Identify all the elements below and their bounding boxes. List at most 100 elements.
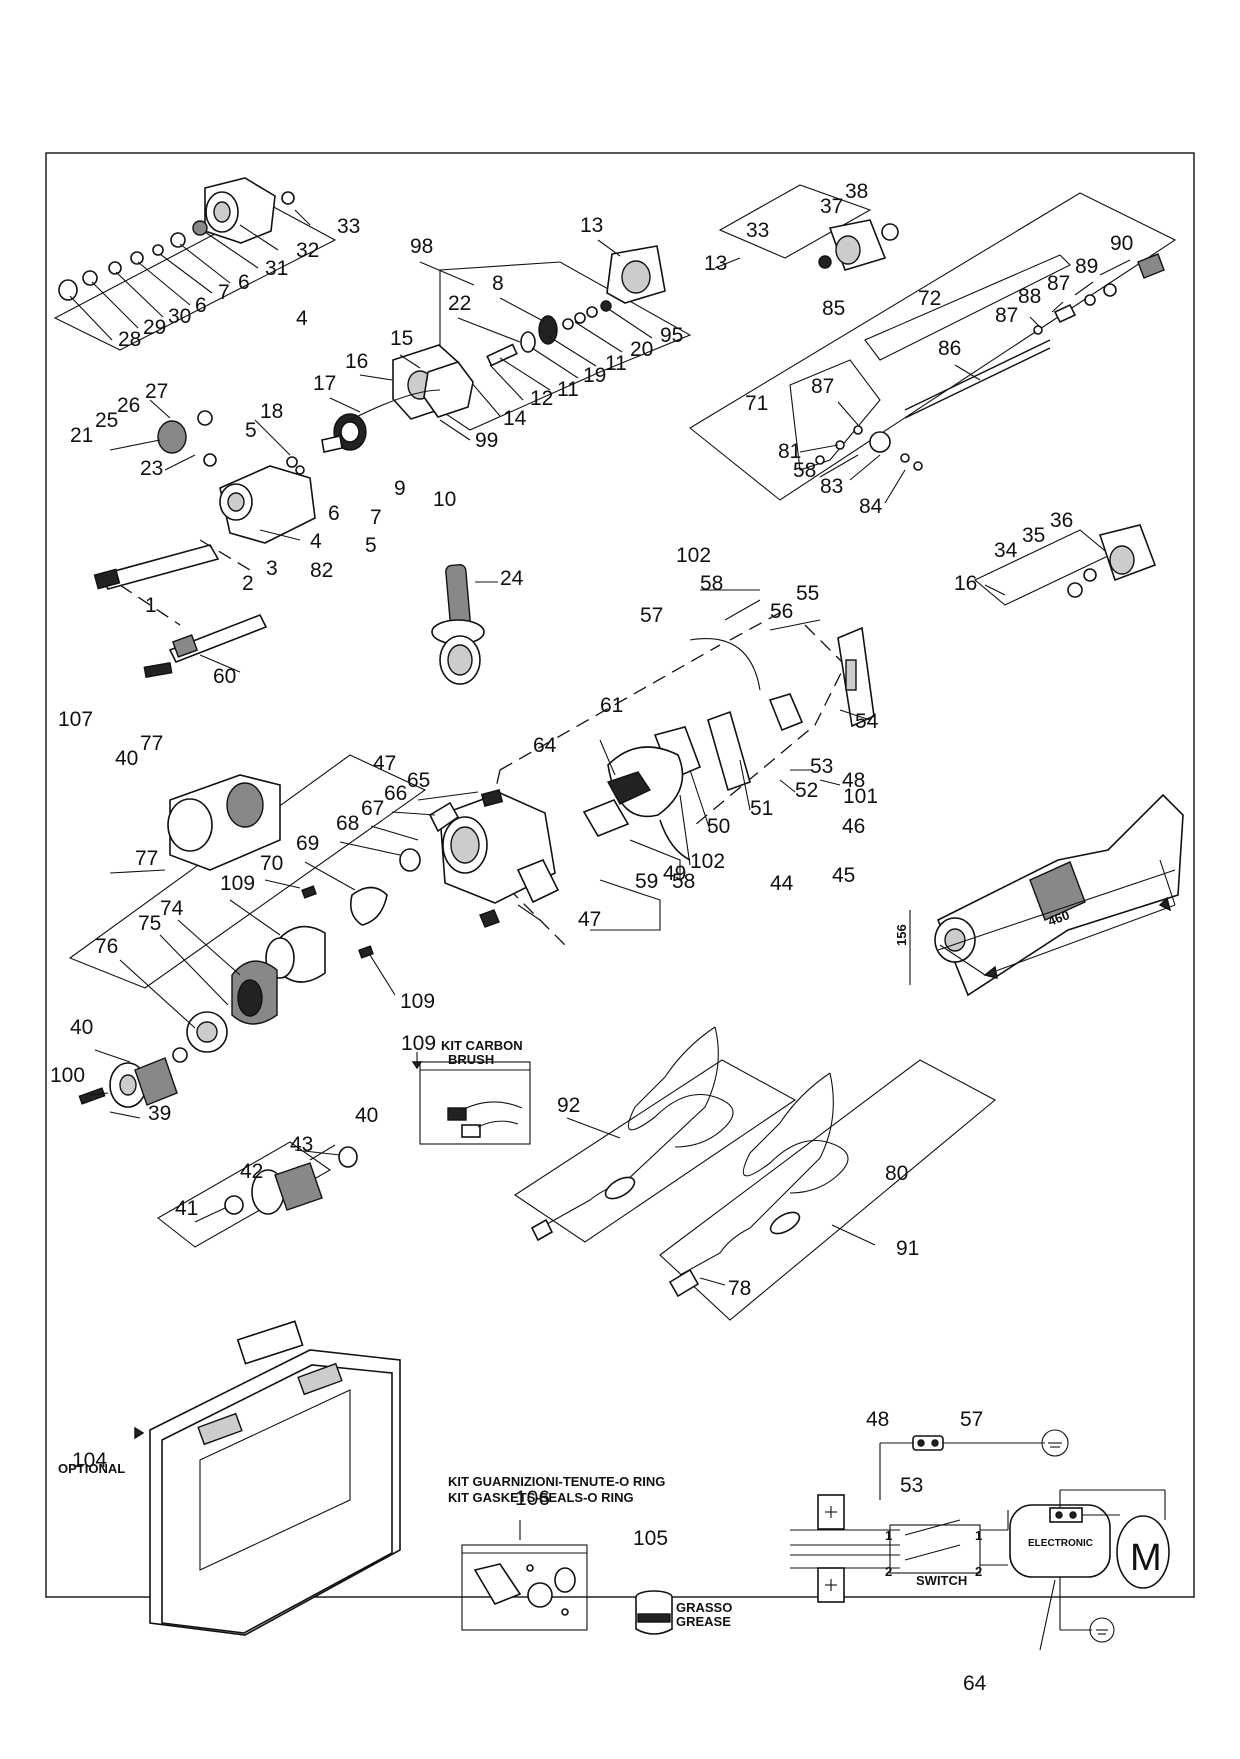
callout-75: 75 xyxy=(138,912,161,935)
callout-82: 82 xyxy=(310,559,333,582)
switch-caption: SWITCH xyxy=(916,1573,967,1588)
callout-46: 46 xyxy=(842,815,865,838)
callout-74: 74 xyxy=(160,897,184,920)
callout-4b: 32 xyxy=(296,239,319,262)
callout-53b: 53 xyxy=(900,1474,923,1497)
power-cable-92 xyxy=(514,1026,797,1243)
switch-pin-1-right: 1 xyxy=(975,1528,982,1543)
kit-gaskets-caption-it: KIT GUARNIZIONI-TENUTE-O RING xyxy=(448,1474,665,1489)
callout-16b: 16 xyxy=(954,572,977,595)
callout-24: 24 xyxy=(500,567,524,590)
callout-57a: 57 xyxy=(640,604,663,627)
callout-13a: 13 xyxy=(580,214,603,237)
callout-4i: 28 xyxy=(118,328,141,351)
callout-4f: 6 xyxy=(195,294,207,317)
callout-14: 14 xyxy=(503,407,527,430)
callout-44: 44 xyxy=(770,872,794,895)
callout-48b: 48 xyxy=(866,1408,889,1431)
front-housing-parts xyxy=(321,344,474,453)
kit-gaskets-caption-en: KIT GASKETS-SEALS-O RING xyxy=(448,1490,634,1505)
kit-carbon-caption-2: BRUSH xyxy=(448,1052,494,1067)
callout-58c: 58 xyxy=(672,870,695,893)
motor-symbol: M xyxy=(1130,1537,1162,1579)
callout-12: 12 xyxy=(530,387,553,410)
callout-64a: 64 xyxy=(533,734,557,757)
callout-6a: 6 xyxy=(328,502,340,525)
drawing-frame xyxy=(45,152,1195,1598)
callout-60: 60 xyxy=(213,665,236,688)
callout-18: 18 xyxy=(260,400,283,423)
motor-housing-group xyxy=(68,754,560,996)
callout-5b: 5 xyxy=(365,534,377,557)
callout-109b: 109 xyxy=(400,990,435,1013)
callout-20: 20 xyxy=(630,338,653,361)
callout-68: 68 xyxy=(336,812,359,835)
callout-88: 88 xyxy=(1018,285,1041,308)
callout-4d: 6 xyxy=(238,271,250,294)
callout-23: 23 xyxy=(140,457,163,480)
callout-102a: 102 xyxy=(676,544,711,567)
callout-77b: 77 xyxy=(135,847,158,870)
callout-45: 45 xyxy=(832,864,855,887)
callout-58a: 58 xyxy=(793,459,816,482)
callout-4h: 29 xyxy=(143,316,166,339)
callout-11a: 11 xyxy=(605,352,627,375)
kit-carbon-brush xyxy=(411,1052,531,1145)
callout-53: 53 xyxy=(810,755,833,778)
callout-21: 21 xyxy=(70,424,93,447)
rod-assembly-group xyxy=(689,192,1177,504)
callout-85: 85 xyxy=(822,297,845,320)
callout-4j: 4 xyxy=(296,307,308,330)
callout-10: 10 xyxy=(433,488,456,511)
callout-51: 51 xyxy=(750,797,773,820)
callout-43: 43 xyxy=(290,1133,313,1156)
callout-77a: 77 xyxy=(140,732,163,755)
switch-pin-1-left: 1 xyxy=(885,1528,892,1543)
callout-70: 70 xyxy=(260,852,283,875)
callout-52: 52 xyxy=(795,779,818,802)
carrying-case xyxy=(134,1320,401,1636)
callout-13b: 13 xyxy=(704,252,727,275)
callout-41: 41 xyxy=(175,1197,198,1220)
callout-78: 78 xyxy=(728,1277,751,1300)
callout-50: 50 xyxy=(707,815,730,838)
callout-4g: 30 xyxy=(168,305,191,328)
power-cable-91 xyxy=(659,1059,996,1321)
callout-47a: 47 xyxy=(373,752,396,775)
switch-pin-2-right: 2 xyxy=(975,1564,982,1579)
callout-92: 92 xyxy=(557,1094,580,1117)
callout-66: 66 xyxy=(384,782,407,805)
callout-40c: 40 xyxy=(355,1104,378,1127)
callout-25: 25 xyxy=(95,409,118,432)
callout-40b: 40 xyxy=(70,1016,93,1039)
callout-5a: 5 xyxy=(245,419,257,442)
side-handle xyxy=(431,564,498,685)
callout-2: 2 xyxy=(242,572,254,595)
callout-87a: 87 xyxy=(1047,272,1070,295)
switch-pin-2-left: 2 xyxy=(885,1564,892,1579)
callout-87b: 87 xyxy=(995,304,1018,327)
callout-7a: 7 xyxy=(370,506,382,529)
captions: KIT CARBON BRUSH KIT GUARNIZIONI-TENUTE-… xyxy=(58,907,1162,1629)
callout-40a: 40 xyxy=(115,747,138,770)
callout-9: 9 xyxy=(394,477,406,500)
gearbox-housing-group xyxy=(53,177,337,351)
callout-72: 72 xyxy=(918,287,941,310)
callout-39: 39 xyxy=(148,1102,171,1125)
callout-106: 106 xyxy=(515,1487,550,1510)
kit-carbon-caption-1: KIT CARBON xyxy=(441,1038,523,1053)
callout-109a: 109 xyxy=(220,872,255,895)
callout-34: 34 xyxy=(994,539,1018,562)
callout-35: 35 xyxy=(1022,524,1045,547)
callout-26: 26 xyxy=(117,394,140,417)
optional-caption: OPTIONAL xyxy=(58,1461,125,1476)
grease-caption-en: GREASE xyxy=(676,1614,731,1629)
callout-19: 19 xyxy=(583,364,606,387)
armature-group xyxy=(78,1047,188,1119)
dimension-height: 156 xyxy=(894,924,909,946)
stator-group xyxy=(109,774,326,1053)
callout-84: 84 xyxy=(859,495,883,518)
callout-58b: 58 xyxy=(700,572,723,595)
callout-4a: 33 xyxy=(337,215,360,238)
